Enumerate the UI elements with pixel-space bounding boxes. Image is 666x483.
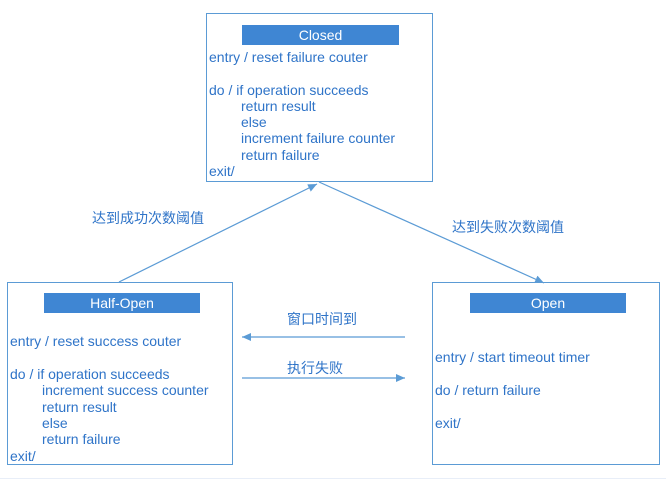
- closed-entry-line: entry / reset failure couter: [209, 49, 368, 65]
- open-do-line: do / return failure: [435, 382, 541, 398]
- closed-exit-line: exit/: [209, 163, 235, 179]
- half-open-exit-line: exit/: [10, 448, 36, 464]
- half-open-return-result-line: return result: [42, 399, 117, 415]
- label-half-open-to-closed: 达到成功次数阈值: [92, 210, 204, 226]
- state-closed-title: Closed: [242, 25, 399, 45]
- state-open-title: Open: [470, 293, 626, 313]
- label-half-open-to-open: 执行失败: [287, 360, 343, 376]
- closed-else-line: else: [241, 114, 267, 130]
- open-exit-line: exit/: [435, 415, 461, 431]
- bottom-divider: [0, 478, 666, 479]
- open-entry-line: entry / start timeout timer: [435, 349, 590, 365]
- label-closed-to-open: 达到失败次数阈值: [452, 219, 564, 235]
- label-open-to-half-open: 窗口时间到: [287, 311, 357, 327]
- half-open-return-failure-line: return failure: [42, 431, 121, 447]
- closed-increment-line: increment failure counter: [241, 130, 396, 146]
- closed-return-failure-line: return failure: [241, 147, 320, 163]
- half-open-else-line: else: [42, 415, 68, 431]
- half-open-increment-line: increment success counter: [42, 382, 209, 398]
- state-half-open-title: Half-Open: [44, 293, 200, 313]
- closed-do-line: do / if operation succeeds: [209, 82, 369, 98]
- half-open-do-line: do / if operation succeeds: [10, 366, 170, 382]
- closed-return-result-line: return result: [241, 98, 316, 114]
- half-open-entry-line: entry / reset success couter: [10, 333, 182, 349]
- arrow-half-open-to-closed: [118, 183, 318, 283]
